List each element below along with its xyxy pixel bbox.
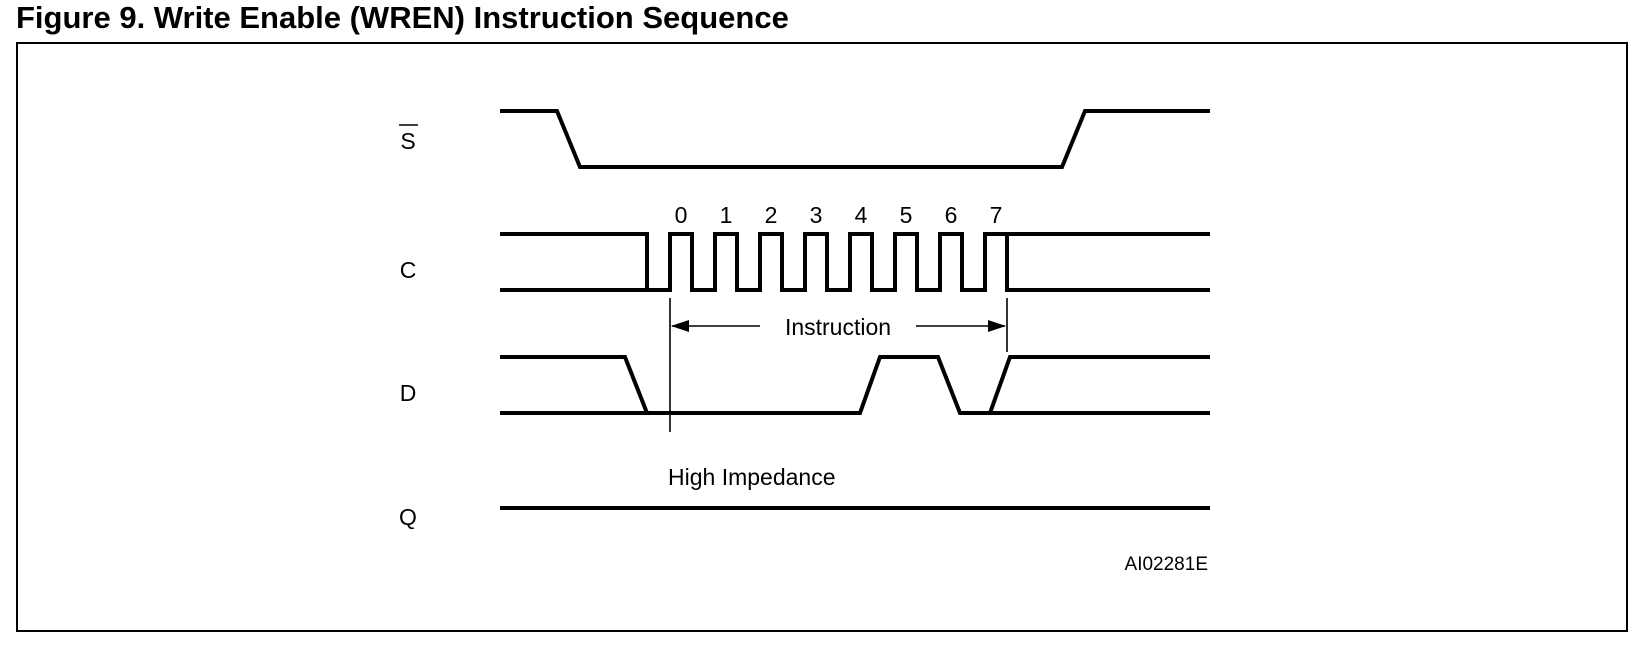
signal-label-s: S (400, 128, 415, 154)
arrow-right-icon (988, 320, 1006, 332)
instruction-label: Instruction (785, 314, 891, 340)
clock-bit-labels: 0 1 2 3 4 5 6 7 (675, 202, 1003, 228)
signal-label-c: C (400, 257, 417, 283)
figure-title: Figure 9. Write Enable (WREN) Instructio… (16, 0, 789, 35)
clock-bit-label: 7 (990, 202, 1003, 228)
clock-bit-label: 1 (720, 202, 733, 228)
clock-bit-label: 6 (945, 202, 958, 228)
clock-bit-label: 2 (765, 202, 778, 228)
clock-bit-label: 0 (675, 202, 688, 228)
waveform-s (500, 109, 1210, 169)
waveform-d (500, 355, 1210, 415)
arrow-left-icon (671, 320, 689, 332)
signal-label-d: D (400, 380, 417, 406)
figure-reference-code: AI02281E (1125, 554, 1208, 575)
waveform-c (500, 232, 1210, 292)
clock-bit-label: 4 (855, 202, 868, 228)
clock-bit-label: 3 (810, 202, 823, 228)
signal-label-q: Q (399, 504, 417, 530)
diagram-frame (16, 42, 1628, 632)
high-impedance-label: High Impedance (668, 464, 836, 490)
clock-bit-label: 5 (900, 202, 913, 228)
